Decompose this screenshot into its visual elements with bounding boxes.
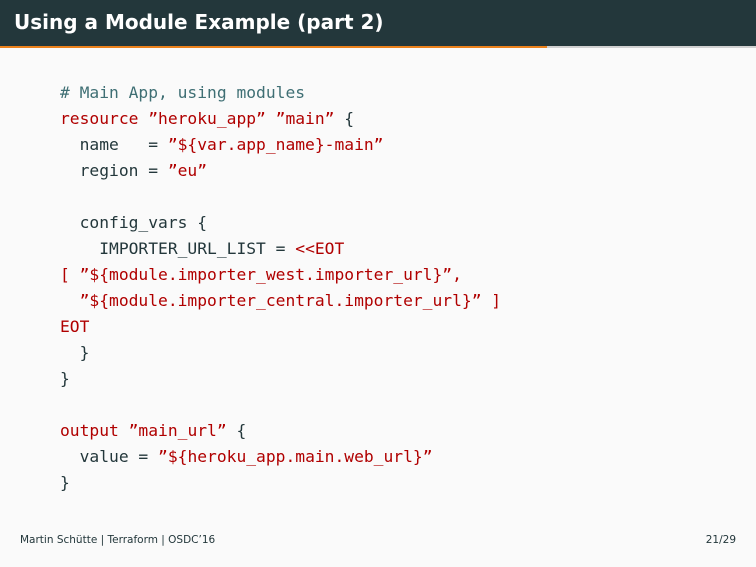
code-line-importer-url-list: IMPORTER_URL_LIST = <<EOT bbox=[60, 236, 501, 262]
footer-text: Martin Schütte | Terraform | OSDC’16 bbox=[20, 534, 216, 546]
code-line-blank bbox=[60, 392, 501, 418]
code-line-region: region = ”eu” bbox=[60, 158, 501, 184]
code-line-close-resource: } bbox=[60, 369, 70, 388]
code-line-output: output ”main_url” { bbox=[60, 418, 501, 444]
attr-value: value = bbox=[60, 447, 159, 466]
attr-importer-url-list: IMPORTER_URL_LIST = bbox=[60, 239, 296, 258]
brace-open: { bbox=[334, 109, 355, 128]
heredoc-start: <<EOT bbox=[295, 239, 345, 258]
page-number: 21/29 bbox=[705, 534, 736, 546]
code-line-resource: resource ”heroku_app” ”main” { bbox=[60, 106, 501, 132]
progress-track bbox=[0, 46, 756, 48]
keyword-output: output bbox=[60, 421, 119, 440]
string-region: ”eu” bbox=[167, 161, 208, 180]
slide-title: Using a Module Example (part 2) bbox=[14, 10, 384, 34]
resource-name-strings: ”heroku_app” ”main” bbox=[138, 109, 335, 128]
output-name-string: ”main_url” bbox=[118, 421, 227, 440]
code-line-heredoc-2: ”${module.importer_central.importer_url}… bbox=[60, 291, 502, 310]
keyword-resource: resource bbox=[60, 109, 139, 128]
progress-bar bbox=[0, 46, 548, 48]
code-line-heredoc-end: EOT bbox=[60, 317, 90, 336]
code-line-name: name = ”${var.app_name}-main” bbox=[60, 132, 501, 158]
attr-name: name = bbox=[60, 135, 168, 154]
code-line-blank bbox=[60, 184, 501, 210]
string-name: ”${var.app_name}-main” bbox=[167, 135, 384, 154]
attr-region: region = bbox=[60, 161, 168, 180]
slide-title-bar: Using a Module Example (part 2) bbox=[0, 0, 756, 46]
code-line-close-output: } bbox=[60, 473, 70, 492]
code-line-value: value = ”${heroku_app.main.web_url}” bbox=[60, 444, 501, 470]
code-line-close-config: } bbox=[60, 343, 90, 362]
code-line-comment: # Main App, using modules bbox=[60, 83, 306, 102]
code-block: # Main App, using modules resource ”herok… bbox=[60, 80, 501, 496]
brace-open: { bbox=[226, 421, 247, 440]
code-line-config-vars: config_vars { bbox=[60, 213, 208, 232]
string-value: ”${heroku_app.main.web_url}” bbox=[158, 447, 433, 466]
code-line-heredoc-1: [ ”${module.importer_west.importer_url}”… bbox=[60, 265, 462, 284]
